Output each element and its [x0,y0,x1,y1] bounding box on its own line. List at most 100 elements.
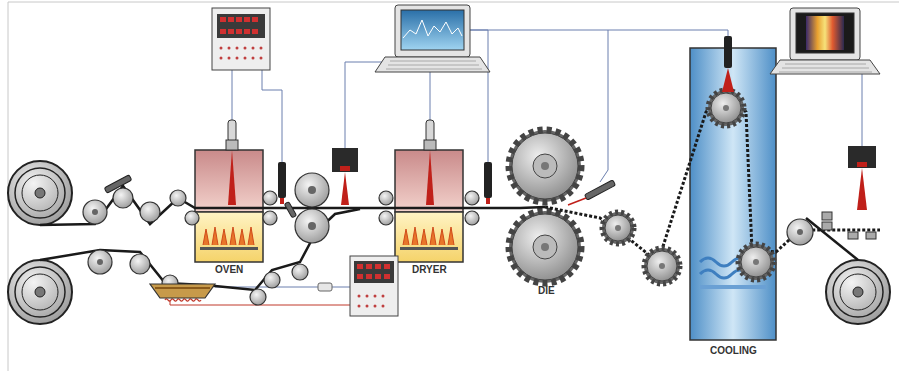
web [40,186,858,290]
supply-roll [15,168,65,218]
controller [357,264,363,269]
section-label: COOLING [708,345,759,357]
computer [779,64,872,72]
guide-roller [379,191,393,205]
controller [366,274,372,279]
controller [236,29,242,34]
dryer [395,212,463,262]
camera-sensor [340,166,350,171]
chain-gear [711,93,741,123]
coating-pan [150,284,215,298]
chain-gear [644,248,680,284]
heater-wire [165,299,380,315]
sensor-probe [104,175,132,193]
controller [252,29,258,34]
sensor-probe [426,120,434,142]
product-part [822,222,832,230]
sensor-probe [568,198,586,205]
controller [354,261,394,283]
guide-roller [295,173,329,207]
computer [386,61,482,69]
cooling-tank [690,48,776,340]
die-gear [533,235,557,259]
chain-gear [615,225,621,231]
guide-roller [185,211,199,225]
supply-roll [35,287,45,297]
coating-pan [155,287,210,289]
signal-wire [345,62,395,148]
sensor-probe [584,180,615,200]
controller [384,264,390,269]
signal-wire [470,30,608,182]
coating-pan [150,284,215,298]
sensor-probe [284,202,296,218]
die-gear [533,154,557,178]
camera-sensor [848,146,876,168]
guide-roller [295,209,329,243]
sensor-probe [284,202,296,218]
frame [8,2,899,3]
computer [770,60,880,74]
product-part [822,212,832,220]
signal-wire [215,30,862,287]
controller [228,29,234,34]
supply-roll [8,161,72,225]
heater-wire [170,300,380,315]
guide-roller [465,191,479,205]
chain-gear [647,251,677,281]
controller [358,305,361,308]
chain-gear [602,90,774,284]
die-gear [509,130,581,202]
section-label: DIE [536,285,557,297]
sensor-probe [278,162,286,198]
product-part [866,232,876,239]
oven [228,150,236,205]
controller [212,8,398,316]
chain-gear [723,105,729,111]
camera-sensor [857,162,867,167]
take-up-roll [840,274,876,310]
controller [357,274,363,279]
oven [195,212,263,262]
chain-gear [708,90,744,126]
supply-roll [15,267,65,317]
controller [220,47,263,60]
dryer [395,150,463,262]
take-up-roll [853,287,863,297]
chain-gear [605,215,631,241]
controller [220,57,223,60]
supply-roll [22,274,58,310]
oven [200,247,258,250]
guide-roller [83,200,107,224]
die-gear [541,162,549,170]
computer [375,57,490,72]
supply-roll [8,260,72,324]
controller [366,305,369,308]
controller [228,57,231,60]
sensor-probe [722,68,734,92]
die-gear [512,133,578,199]
guide-roller [140,202,160,222]
controller [382,305,385,308]
controller [236,57,239,60]
guide-roller [379,211,393,225]
controller [374,295,377,298]
signal-wire [845,72,862,146]
controller [244,57,247,60]
signal-wire [608,30,728,36]
guide-roller [88,250,112,274]
frame [8,2,899,371]
take-up-roll [826,260,890,324]
camera-sensor [332,148,358,172]
controller [244,17,250,22]
controller [357,264,390,279]
supply-roll [22,175,58,211]
camera-sensor [341,172,349,205]
section-label: DRYER [410,264,449,276]
controller [252,17,258,22]
computer [790,8,860,60]
guide-roller [83,173,813,305]
sensor-probe [226,140,238,150]
die-gear [541,243,549,251]
controller [220,47,223,50]
